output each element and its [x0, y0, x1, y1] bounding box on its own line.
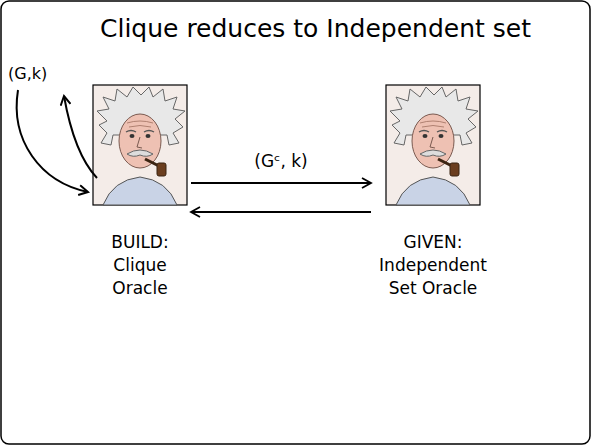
oracle-box: GIVEN: Independent Set Oracle [371, 85, 495, 300]
input-arrow [17, 90, 88, 192]
output-arrow [64, 96, 97, 178]
einstein-picture [386, 85, 480, 205]
call-arrow [191, 182, 371, 184]
oracle-caption: GIVEN: Independent Set Oracle [371, 231, 495, 300]
oracle-caption: BUILD: Clique Oracle [89, 231, 191, 300]
oracle-box: BUILD: Clique Oracle [89, 85, 191, 300]
input-label: (G,k) [8, 64, 47, 83]
slide-title: Clique reduces to Independent set [40, 14, 591, 43]
call-arrow [191, 211, 371, 213]
edge-label: (Gᶜ, k) [251, 151, 310, 171]
einstein-picture [93, 85, 187, 205]
